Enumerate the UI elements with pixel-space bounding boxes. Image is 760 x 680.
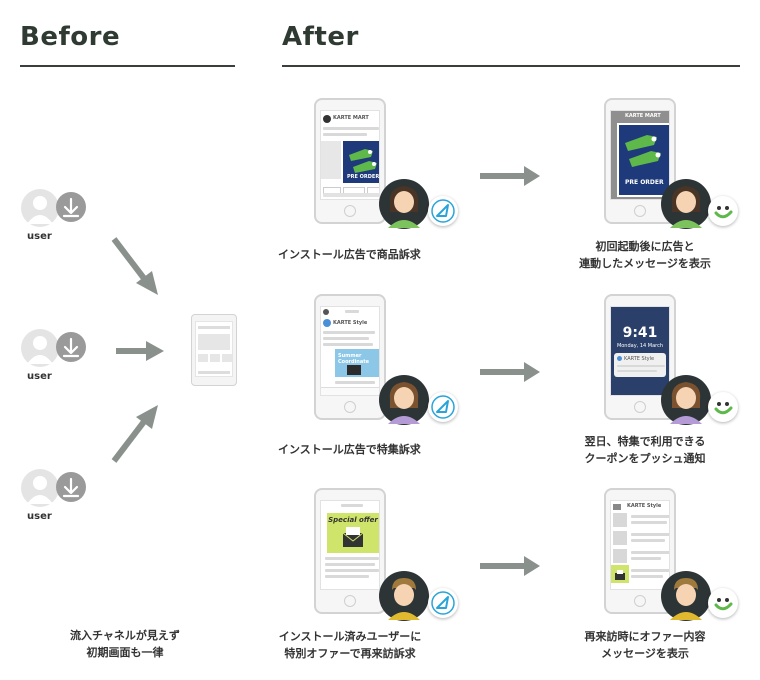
user-avatar-icon [21,329,86,367]
user-label: user [27,231,52,242]
row-arrow [480,166,540,186]
user-avatar-icon [21,189,86,227]
row3-right-caption: 再来訪時にオファー内容 メッセージを表示 [584,630,706,660]
female-avatar-icon [379,375,429,425]
shoe-product-image: PRE ORDER [343,141,379,183]
row-arrow [480,556,540,576]
user-1 [20,188,90,232]
popup-message: PRE ORDER [617,123,669,197]
before-arrows [111,237,164,463]
user-label: user [27,371,52,382]
row3-left-caption: インストール済みユーザーに 特別オファーで再来訪訴求 [278,630,422,660]
ad-logo-icon [428,196,458,226]
before-phone [191,314,237,386]
male-avatar-icon [661,571,711,621]
envelope-icon [342,527,364,547]
karte-logo-icon [708,196,738,226]
user-label: user [27,511,52,522]
after-heading: After [282,22,359,52]
karte-logo-icon [708,392,738,422]
special-offer-banner: Special offer [327,513,379,553]
user-avatar-icon [21,469,86,507]
female-avatar-icon [379,179,429,229]
female-avatar-icon [661,179,711,229]
phone-ad-feature: KARTE Style Summer Coordinate [314,294,386,420]
row2-right-caption: 翌日、特集で利用できる クーポンをプッシュ通知 [584,435,706,465]
female-avatar-icon [661,375,711,425]
after-divider [282,65,740,67]
phone-special-offer: Special offer [314,488,386,614]
feature-banner: Summer Coordinate [335,349,379,377]
offer-thumbnail [611,565,629,583]
row1-right-caption: 初回起動後に広告と 連動したメッセージを表示 [579,240,711,270]
user-3 [20,468,90,512]
push-notification-card[interactable]: KARTE Style [614,353,666,377]
row2-left-caption: インストール広告で特集訴求 [278,443,421,456]
before-heading: Before [20,22,121,52]
user-2 [20,328,90,372]
row1-left-caption: インストール広告で商品訴求 [278,248,421,261]
phone-revisit-message: KARTE Style [604,488,676,614]
male-avatar-icon [379,571,429,621]
phone-ad-product: KARTE MART PRE ORDER [314,98,386,224]
phone-linked-message: KARTE MART PRE ORDER [604,98,676,224]
karte-logo-icon [708,588,738,618]
ad-logo-icon [428,588,458,618]
before-divider [20,65,235,67]
ad-logo-icon [428,392,458,422]
before-caption: 流入チャネルが見えず 初期画面も一律 [70,629,180,659]
row-arrow [480,362,540,382]
